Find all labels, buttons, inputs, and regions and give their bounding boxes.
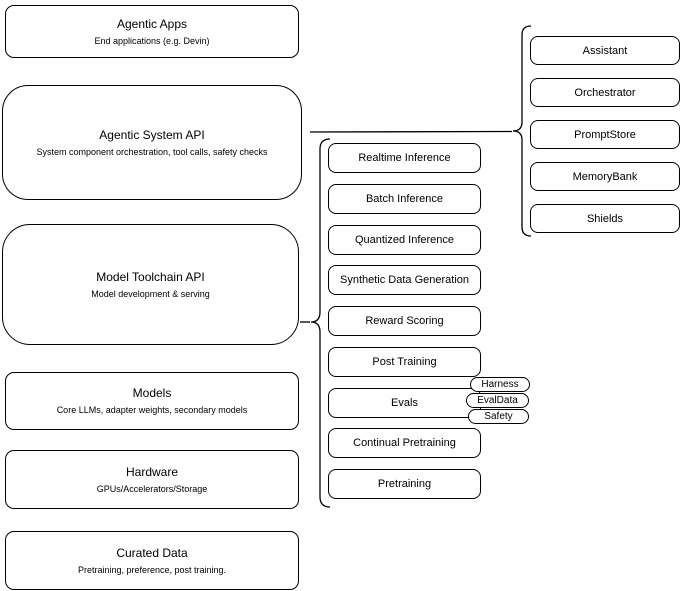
node-title: Hardware — [125, 464, 179, 479]
node-synthetic-data-generation: Synthetic Data Generation — [328, 265, 481, 295]
node-continual-pretraining: Continual Pretraining — [328, 428, 481, 458]
system-brace — [512, 25, 532, 237]
node-shields: Shields — [530, 204, 680, 233]
node-model-toolchain-api: Model Toolchain API Model development & … — [2, 224, 299, 345]
node-post-training: Post Training — [328, 347, 481, 377]
node-reward-scoring: Reward Scoring — [328, 306, 481, 336]
node-assistant: Assistant — [530, 36, 680, 65]
node-agentic-system-api: Agentic System API System component orch… — [2, 85, 302, 200]
node-pretraining: Pretraining — [328, 469, 481, 499]
toolchain-brace — [310, 138, 331, 508]
node-realtime-inference: Realtime Inference — [328, 143, 481, 173]
node-hardware: Hardware GPUs/Accelerators/Storage — [5, 450, 299, 509]
node-agentic-apps: Agentic Apps End applications (e.g. Devi… — [5, 5, 299, 58]
node-title: Curated Data — [116, 545, 188, 560]
tag-harness: Harness — [470, 377, 530, 392]
system-api-connector-line — [309, 130, 513, 133]
node-subtitle: GPUs/Accelerators/Storage — [96, 483, 208, 494]
node-models: Models Core LLMs, adapter weights, secon… — [5, 372, 299, 430]
tag-safety: Safety — [468, 409, 529, 424]
node-memorybank: MemoryBank — [530, 162, 680, 191]
node-title: Model Toolchain API — [96, 269, 205, 284]
node-quantized-inference: Quantized Inference — [328, 225, 481, 255]
node-promptstore: PromptStore — [530, 120, 680, 149]
node-subtitle: System component orchestration, tool cal… — [36, 146, 268, 157]
node-orchestrator: Orchestrator — [530, 78, 680, 107]
node-title: Agentic Apps — [116, 16, 188, 31]
node-title: Agentic System API — [99, 127, 205, 142]
node-evals: Evals — [328, 388, 481, 418]
node-curated-data: Curated Data Pretraining, preference, po… — [5, 531, 299, 590]
node-batch-inference: Batch Inference — [328, 184, 481, 214]
node-title: Models — [132, 386, 172, 400]
node-subtitle: Pretraining, preference, post training. — [77, 564, 227, 575]
tag-evaldata: EvalData — [466, 393, 529, 408]
node-subtitle: Model development & serving — [91, 288, 210, 299]
node-subtitle: Core LLMs, adapter weights, secondary mo… — [56, 405, 248, 415]
node-subtitle: End applications (e.g. Devin) — [94, 35, 210, 46]
